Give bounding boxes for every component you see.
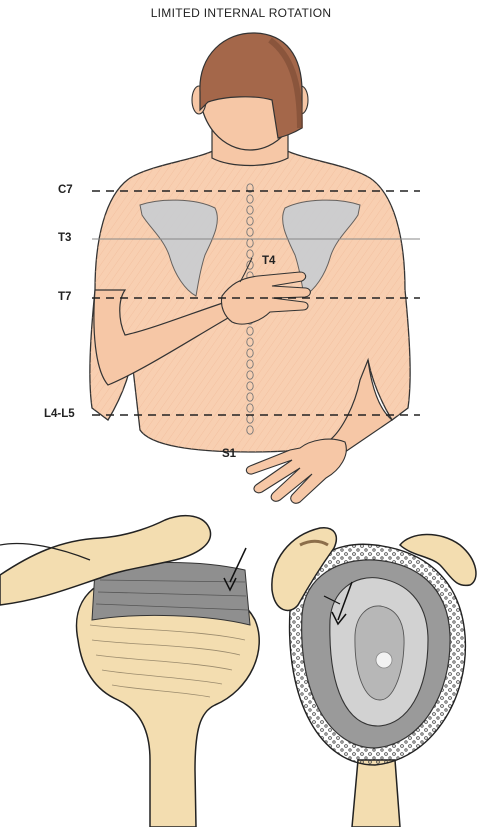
label-t4: T4 bbox=[262, 255, 275, 267]
label-s1: S1 bbox=[222, 448, 236, 460]
bare-area bbox=[376, 652, 392, 668]
label-c7: C7 bbox=[58, 184, 73, 196]
label-t7: T7 bbox=[58, 291, 71, 303]
label-l4l5: L4-L5 bbox=[44, 408, 75, 420]
scapular-neck bbox=[352, 760, 400, 827]
glenoid-view bbox=[272, 528, 476, 827]
label-t3: T3 bbox=[58, 232, 71, 244]
back-view-figure bbox=[90, 33, 410, 503]
shoulder-lateral-view bbox=[0, 516, 259, 827]
